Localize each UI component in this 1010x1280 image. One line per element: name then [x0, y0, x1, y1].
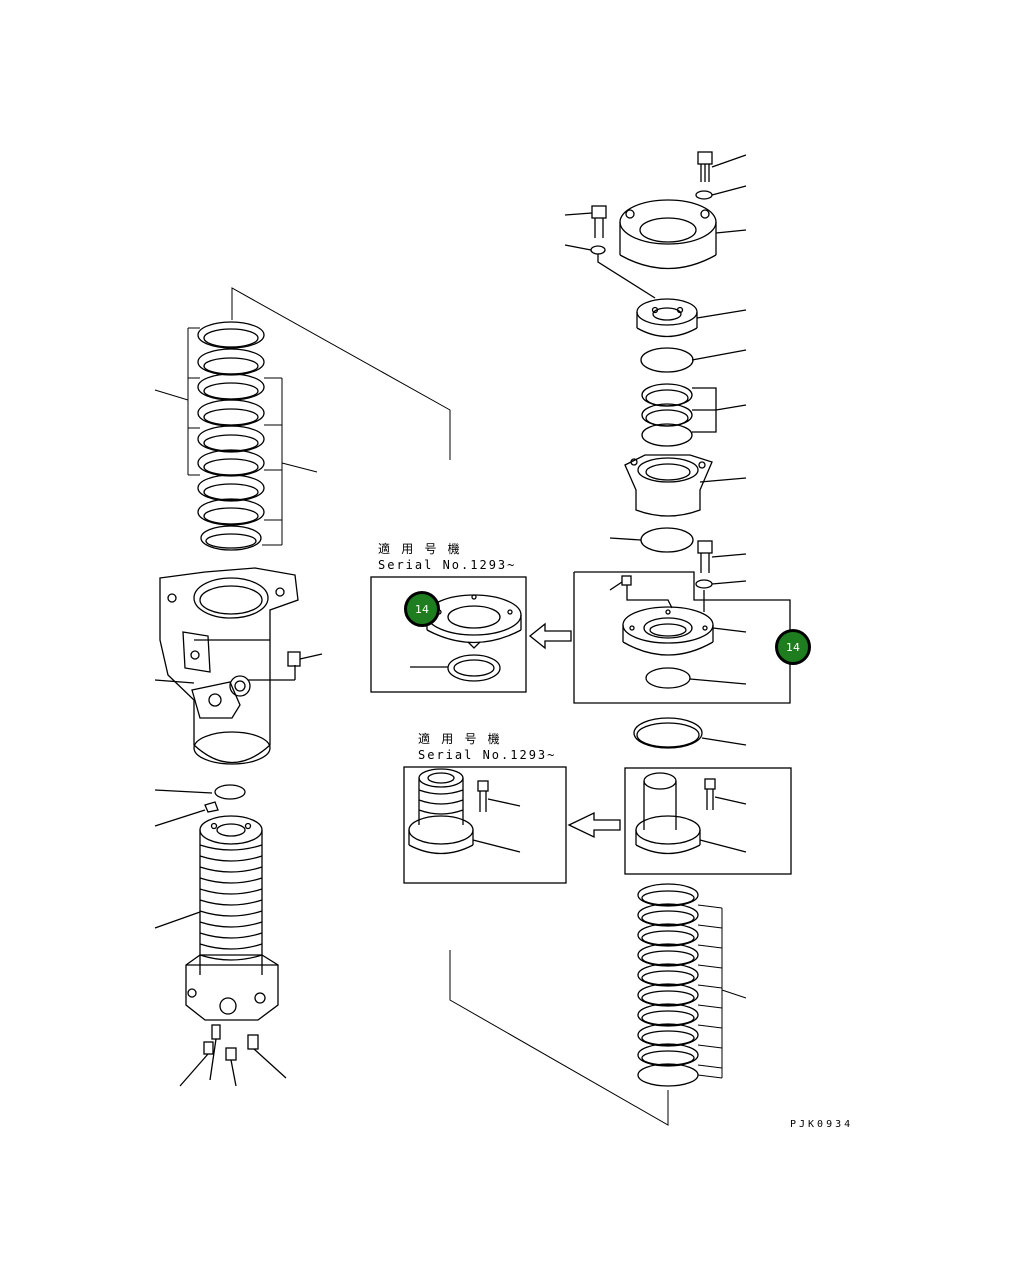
left-ring-leader-lines [154, 287, 451, 546]
bottom-plugs [179, 1024, 287, 1087]
serial-note-lower-title: 適 用 号 機 [418, 732, 502, 746]
right-upper-seal-set [641, 383, 747, 447]
right-seal-ring-stack [637, 883, 699, 1087]
middle-bolt-and-washer [695, 540, 747, 612]
lower-right-box [624, 767, 792, 875]
serial-note-upper-title: 適 用 号 機 [378, 542, 462, 556]
replacement-arrow-lower [567, 811, 621, 839]
top-bolts-and-washers [564, 151, 747, 255]
thrust-plate [636, 298, 747, 338]
serial-note-lower: 適 用 号 機 Serial No.1293~ [418, 731, 556, 763]
serial-note-upper: 適 用 号 機 Serial No.1293~ [378, 541, 516, 573]
serial-note-upper-serial: Serial No.1293~ [378, 558, 517, 572]
serial-note-lower-serial: Serial No.1293~ [418, 748, 557, 762]
large-oring [633, 717, 747, 749]
oring-and-plug [154, 784, 246, 827]
right-upper-oring [640, 347, 747, 373]
right-ring-leader-lines [449, 904, 747, 1126]
lower-left-box [403, 766, 567, 884]
callout-badge-right[interactable]: 14 [775, 629, 811, 665]
rotor-shaft [154, 815, 279, 1021]
left-seal-ring-stack [197, 321, 265, 551]
top-cover [597, 199, 747, 299]
left-callout-box [370, 576, 527, 693]
drawing-code: PJK0934 [790, 1119, 854, 1130]
callout-badge-left[interactable]: 14 [404, 591, 440, 627]
swivel-joint-housing [154, 567, 323, 765]
upper-bearing-housing [624, 454, 747, 517]
right-callout-box [573, 571, 791, 704]
right-middle-oring [609, 527, 694, 553]
replacement-arrow-upper [528, 622, 572, 650]
